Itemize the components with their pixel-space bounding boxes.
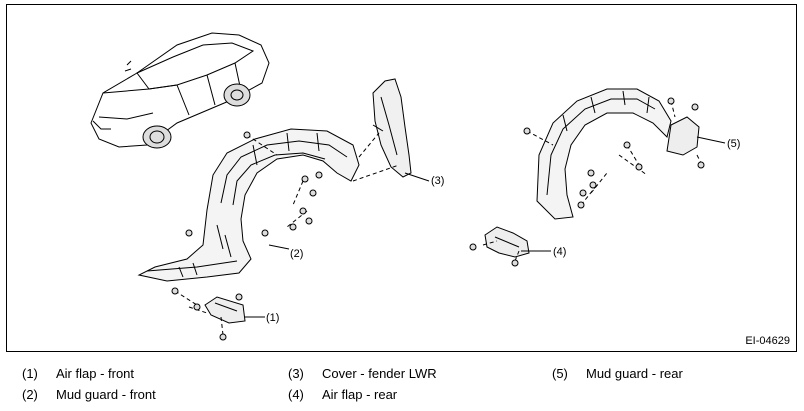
legend-item-3: (3) Cover - fender LWR [288,366,437,382]
callout-5: (5) [727,138,741,150]
legend-item-4: (4) Air flap - rear [288,387,397,403]
legend-number: (1) [22,366,38,381]
legend-number: (4) [288,387,304,402]
callout-1: (1) [266,312,280,324]
legend-item-1: (1) Air flap - front [22,366,134,382]
parts-legend: (1) Air flap - front (2) Mud guard - front… [0,358,804,408]
legend-number: (2) [22,387,38,402]
front-mud-guard-part [137,128,360,282]
front-air-flap-part [204,296,246,324]
callout-4: (4) [553,246,567,258]
callout-3: (3) [431,175,445,187]
legend-number: (3) [288,366,304,381]
legend-number: (5) [552,366,568,381]
diagram-frame: (1) (2) (3) (4) (5) EI-04629 [6,4,797,352]
legend-item-5: (5) Mud guard - rear [552,366,683,382]
legend-label: Mud guard - rear [586,366,683,381]
legend-item-2: (2) Mud guard - front [22,387,156,403]
legend-label: Air flap - rear [322,387,398,402]
legend-label: Mud guard - front [56,387,156,402]
rear-mud-guard-part [536,88,700,220]
fasteners [171,97,705,341]
exploded-view-drawing [90,32,726,341]
rear-air-flap-part [484,226,530,258]
callout-leader-lines [245,136,726,318]
car-illustration [90,32,270,149]
legend-label: Cover - fender LWR [322,366,437,381]
legend-label: Air flap - front [56,366,135,381]
cover-fender-lwr-part [372,78,412,178]
assembly-guide-lines [174,100,702,336]
figure-id: EI-04629 [745,335,790,347]
callout-2: (2) [290,248,304,260]
